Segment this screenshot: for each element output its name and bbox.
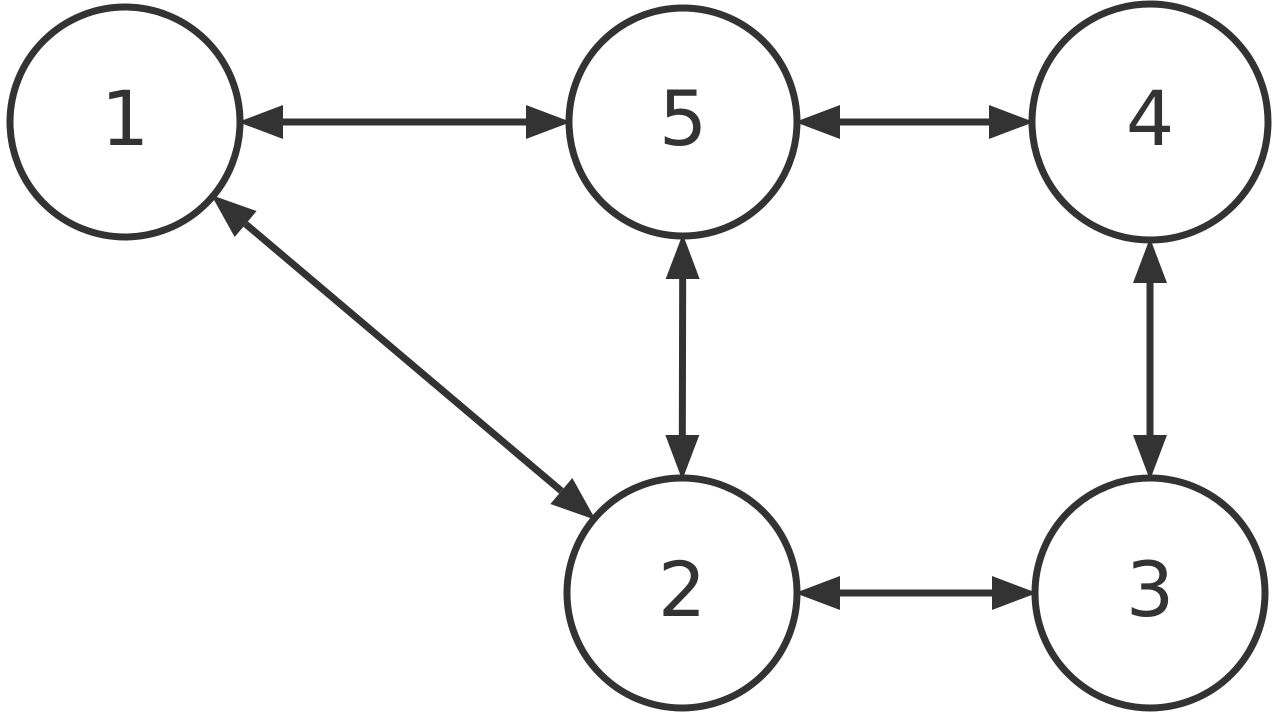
edge-arrowhead xyxy=(211,194,257,238)
node-2[interactable]: 2 xyxy=(563,474,801,712)
edge-arrowhead xyxy=(795,576,840,610)
node-circle[interactable] xyxy=(565,4,801,240)
node-label: 5 xyxy=(659,74,707,163)
edge-arrowhead xyxy=(1133,238,1167,283)
node-circle[interactable] xyxy=(6,3,244,241)
node-label: 4 xyxy=(1126,74,1174,163)
edge-2-3[interactable] xyxy=(795,576,1037,610)
node-3[interactable]: 3 xyxy=(1031,474,1269,712)
node-circle[interactable] xyxy=(1031,474,1269,712)
edge-arrowhead xyxy=(665,434,700,481)
edge-5-2[interactable] xyxy=(665,233,700,481)
node-label: 2 xyxy=(658,545,706,634)
nodes-layer: 1 5 4 2 3 xyxy=(6,0,1272,712)
node-circle[interactable] xyxy=(1028,0,1272,244)
node-label: 3 xyxy=(1126,545,1174,634)
edge-arrowhead xyxy=(550,477,596,521)
node-circle[interactable] xyxy=(563,474,801,712)
edge-arrowhead xyxy=(992,576,1037,610)
edges-layer xyxy=(211,105,1167,610)
node-1[interactable]: 1 xyxy=(6,3,244,241)
edge-line xyxy=(243,221,564,494)
edge-arrowhead xyxy=(989,105,1034,139)
node-4[interactable]: 4 xyxy=(1028,0,1272,244)
edge-arrowhead xyxy=(665,233,700,280)
edge-4-3[interactable] xyxy=(1133,238,1167,480)
edge-arrowhead xyxy=(526,105,571,139)
edge-1-5[interactable] xyxy=(238,105,571,139)
edge-arrowhead xyxy=(795,105,840,139)
edge-5-4[interactable] xyxy=(795,105,1034,139)
edge-arrowhead xyxy=(238,105,283,139)
edge-arrowhead xyxy=(1133,435,1167,480)
edge-1-2[interactable] xyxy=(211,194,596,521)
node-5[interactable]: 5 xyxy=(565,4,801,240)
node-label: 1 xyxy=(101,74,149,163)
